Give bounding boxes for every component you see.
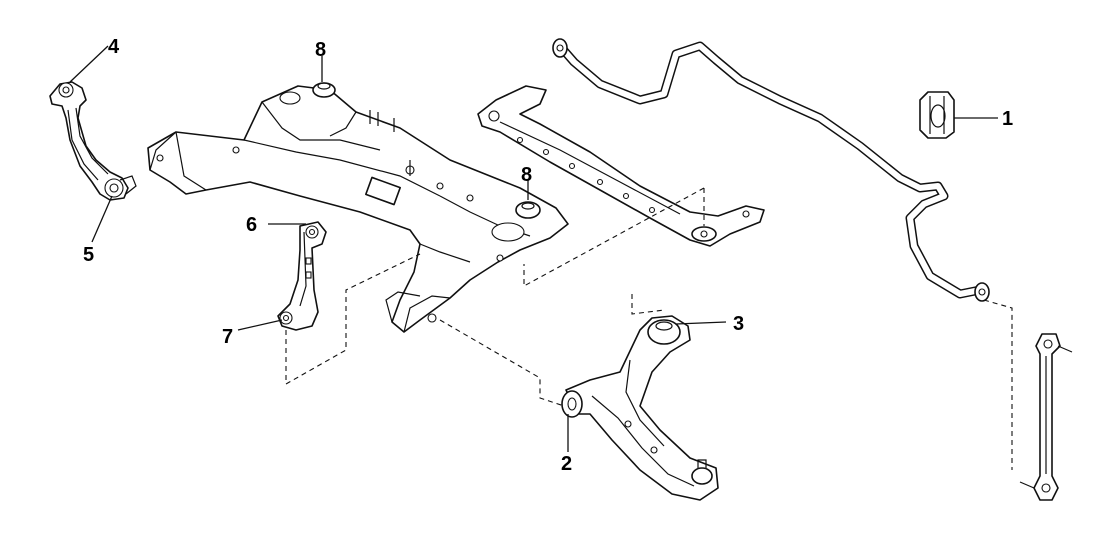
stabilizer-bushing <box>919 91 955 139</box>
callout-1: 1 <box>1002 108 1013 130</box>
callout-6: 6 <box>246 214 257 236</box>
callout-labels: 1 2 3 4 5 6 7 8 8 <box>83 36 1013 475</box>
callout-8-right: 8 <box>521 164 532 186</box>
callout-8-top: 8 <box>315 39 326 61</box>
lower-control-arm <box>439 294 719 501</box>
callout-7: 7 <box>222 326 233 348</box>
callout-3: 3 <box>733 313 744 335</box>
front-subframe <box>147 82 569 333</box>
rear-mount-bracket <box>277 221 421 385</box>
callout-2: 2 <box>561 453 572 475</box>
torque-link-bracket <box>49 81 137 201</box>
stabilizer-link <box>1011 332 1073 501</box>
callout-4: 4 <box>108 36 120 58</box>
stabilizer-bar <box>552 38 1013 332</box>
callout-5: 5 <box>83 244 94 266</box>
stabilizer-plate <box>477 85 765 287</box>
leader-lines <box>69 45 998 452</box>
